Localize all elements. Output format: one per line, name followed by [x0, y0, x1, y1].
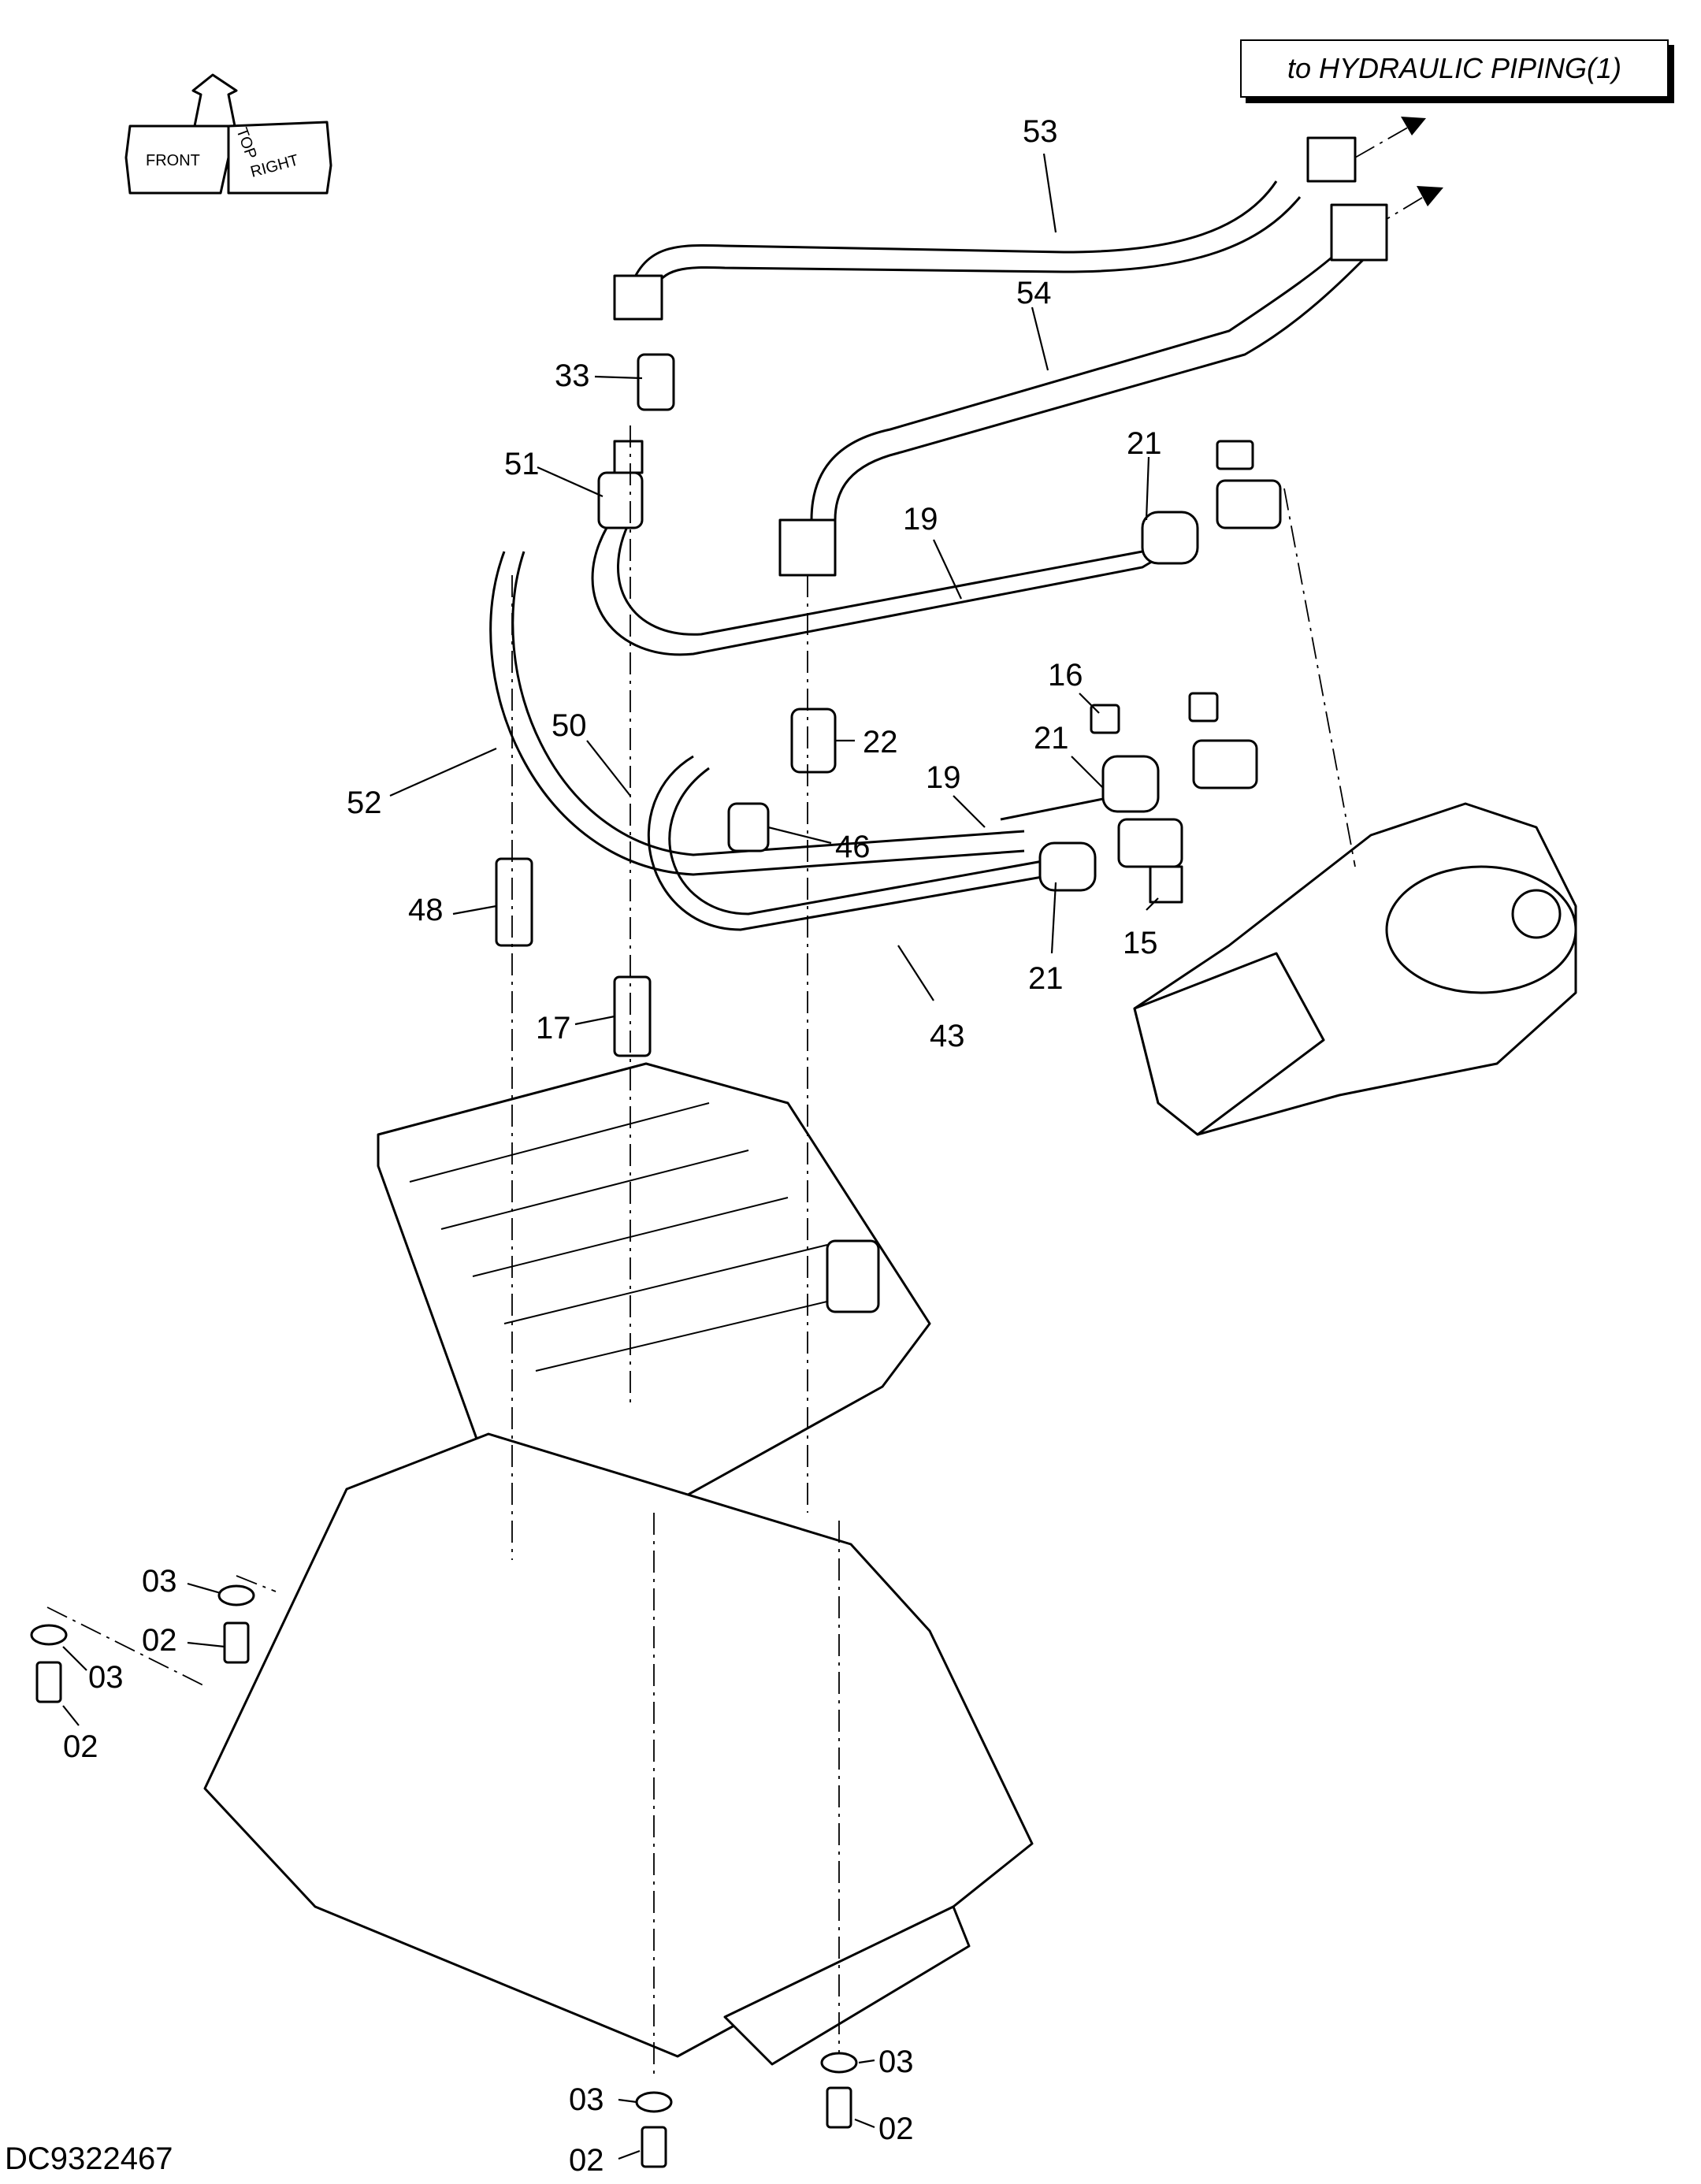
callout-02-d: 02: [569, 2143, 604, 2178]
callout-03-b: 03: [88, 1660, 124, 1695]
base-plate[interactable]: [203, 1432, 1034, 2066]
callout-19-lower: 19: [926, 760, 961, 795]
washer-03-d[interactable]: [635, 2091, 673, 2113]
fitting-22[interactable]: [790, 708, 837, 774]
callout-46: 46: [835, 830, 871, 864]
bolt-02-d[interactable]: [641, 2126, 667, 2168]
callout-22: 22: [863, 725, 898, 760]
washer-03-a[interactable]: [217, 1584, 255, 1606]
bolt-02-c[interactable]: [826, 2086, 852, 2129]
callout-15: 15: [1123, 926, 1158, 960]
washer-03-c[interactable]: [820, 2052, 858, 2074]
callout-54: 54: [1016, 276, 1052, 310]
callout-02-c: 02: [878, 2112, 914, 2146]
reference-label: to HYDRAULIC PIPING(1): [1287, 52, 1622, 84]
fitting-48[interactable]: [495, 857, 533, 947]
fitting-46[interactable]: [727, 802, 770, 852]
callout-51: 51: [504, 447, 540, 481]
callout-03-a: 03: [142, 1564, 177, 1599]
callout-03-c: 03: [878, 2045, 914, 2079]
bolt-02-a[interactable]: [223, 1621, 250, 1664]
fitting-51[interactable]: [597, 440, 644, 529]
document-id: DC9322467: [5, 2141, 173, 2176]
bolt-02-b[interactable]: [35, 1661, 62, 1703]
leader-lines: [62, 153, 1159, 2160]
callout-16: 16: [1048, 658, 1083, 693]
callout-03-d: 03: [569, 2082, 604, 2117]
control-valve[interactable]: [377, 1062, 931, 1506]
callout-53: 53: [1023, 114, 1058, 149]
hose-50-43[interactable]: [647, 755, 1097, 931]
callout-43: 43: [930, 1019, 965, 1053]
fitting-upper-right[interactable]: [1188, 440, 1282, 789]
hose-19-lower[interactable]: [1000, 755, 1160, 821]
pump-motor-assembly[interactable]: [1133, 802, 1577, 1136]
fitting-17[interactable]: [613, 975, 652, 1057]
callout-labels: 53 54 33 51 21 19 16 50 22 21 19 52 46 4…: [63, 114, 1162, 2178]
callout-48: 48: [408, 893, 444, 927]
callout-19-upper: 19: [903, 502, 938, 537]
callout-52: 52: [347, 786, 382, 820]
callout-17: 17: [536, 1011, 571, 1046]
fitting-33[interactable]: [637, 353, 675, 411]
orientation-front-label: FRONT: [146, 152, 200, 169]
orientation-icon: TOP FRONT RIGHT: [124, 73, 332, 195]
reference-box-hydraulic-piping[interactable]: to HYDRAULIC PIPING(1): [1240, 39, 1669, 98]
callout-02-b: 02: [63, 1729, 98, 1764]
washer-03-b[interactable]: [30, 1624, 68, 1646]
callout-33: 33: [555, 358, 590, 393]
hose-53[interactable]: [613, 136, 1357, 321]
callout-21-upper: 21: [1127, 426, 1162, 461]
hose-52[interactable]: [489, 551, 1025, 876]
callout-21-mid: 21: [1034, 721, 1069, 756]
mounting-dashed-lines: [46, 425, 1356, 2080]
callout-50: 50: [552, 708, 587, 743]
fitting-15[interactable]: [1117, 818, 1183, 904]
callout-02-a: 02: [142, 1623, 177, 1658]
callout-21-lower: 21: [1028, 961, 1064, 996]
hose-19-upper[interactable]: [591, 511, 1199, 656]
hose-54[interactable]: [778, 203, 1388, 577]
